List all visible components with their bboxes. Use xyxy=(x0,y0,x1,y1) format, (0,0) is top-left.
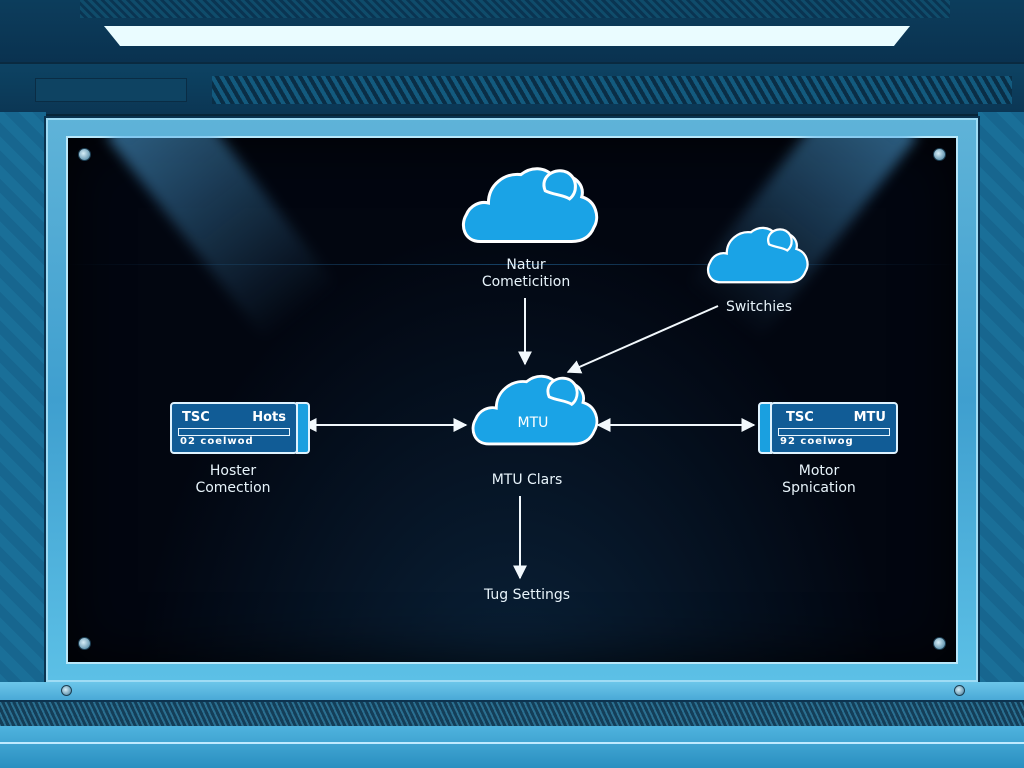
device-code: 02 coelwod xyxy=(180,436,254,447)
device-slot xyxy=(778,428,890,436)
node-label-line: Natur xyxy=(506,257,546,273)
node-hoster-label: Hoster Comection xyxy=(195,463,270,497)
hoster-device[interactable]: TSC Hots 02 coelwod xyxy=(170,402,310,454)
bezel-sill xyxy=(0,682,1024,700)
mtu-cloud-text: MTU xyxy=(517,415,549,431)
node-natur-label: Natur Cometicition xyxy=(482,257,570,291)
node-label-line: Spnication xyxy=(782,480,856,496)
screen-reflection-line xyxy=(66,264,958,265)
device-title-right: Hots xyxy=(252,410,286,425)
device-title-left: TSC xyxy=(786,410,814,425)
node-mtu-label: MTU Clars xyxy=(491,472,563,488)
device-title-right: MTU xyxy=(853,410,886,425)
floor xyxy=(0,726,1024,768)
cloud-icon[interactable] xyxy=(461,167,599,244)
screw-icon xyxy=(933,148,946,161)
cloud-icon[interactable] xyxy=(471,374,599,446)
node-tug-label: Tug Settings xyxy=(483,587,571,603)
edge-switchies-to-mtu xyxy=(566,305,719,374)
node-switchies-label: Switchies xyxy=(725,299,793,315)
floor-grille xyxy=(0,700,1024,728)
screw-icon xyxy=(61,685,72,696)
cloud-icon[interactable] xyxy=(706,226,809,284)
left-wall xyxy=(0,112,46,702)
screw-icon xyxy=(78,148,91,161)
screw-icon xyxy=(933,637,946,650)
device-side xyxy=(758,402,772,454)
device-title-left: TSC xyxy=(182,410,210,425)
ceiling-light xyxy=(104,26,910,46)
node-label-line: Hoster xyxy=(209,463,257,479)
node-label-line: Comection xyxy=(195,480,271,496)
node-label-line: Motor xyxy=(798,463,840,479)
ceiling-panel xyxy=(35,78,187,102)
top-vent xyxy=(212,76,1012,104)
ceiling-mesh xyxy=(80,0,950,18)
floor-edge xyxy=(0,742,1024,744)
device-side xyxy=(296,402,310,454)
node-motor-label: Motor Spnication xyxy=(782,463,856,497)
screw-icon xyxy=(78,637,91,650)
node-label-line: Cometicition xyxy=(481,274,571,290)
screw-icon xyxy=(954,685,965,696)
device-code: 92 coelwog xyxy=(780,436,854,447)
right-wall xyxy=(978,112,1024,702)
device-slot xyxy=(178,428,290,436)
motor-device[interactable]: TSC MTU 92 coelwog xyxy=(758,402,898,454)
